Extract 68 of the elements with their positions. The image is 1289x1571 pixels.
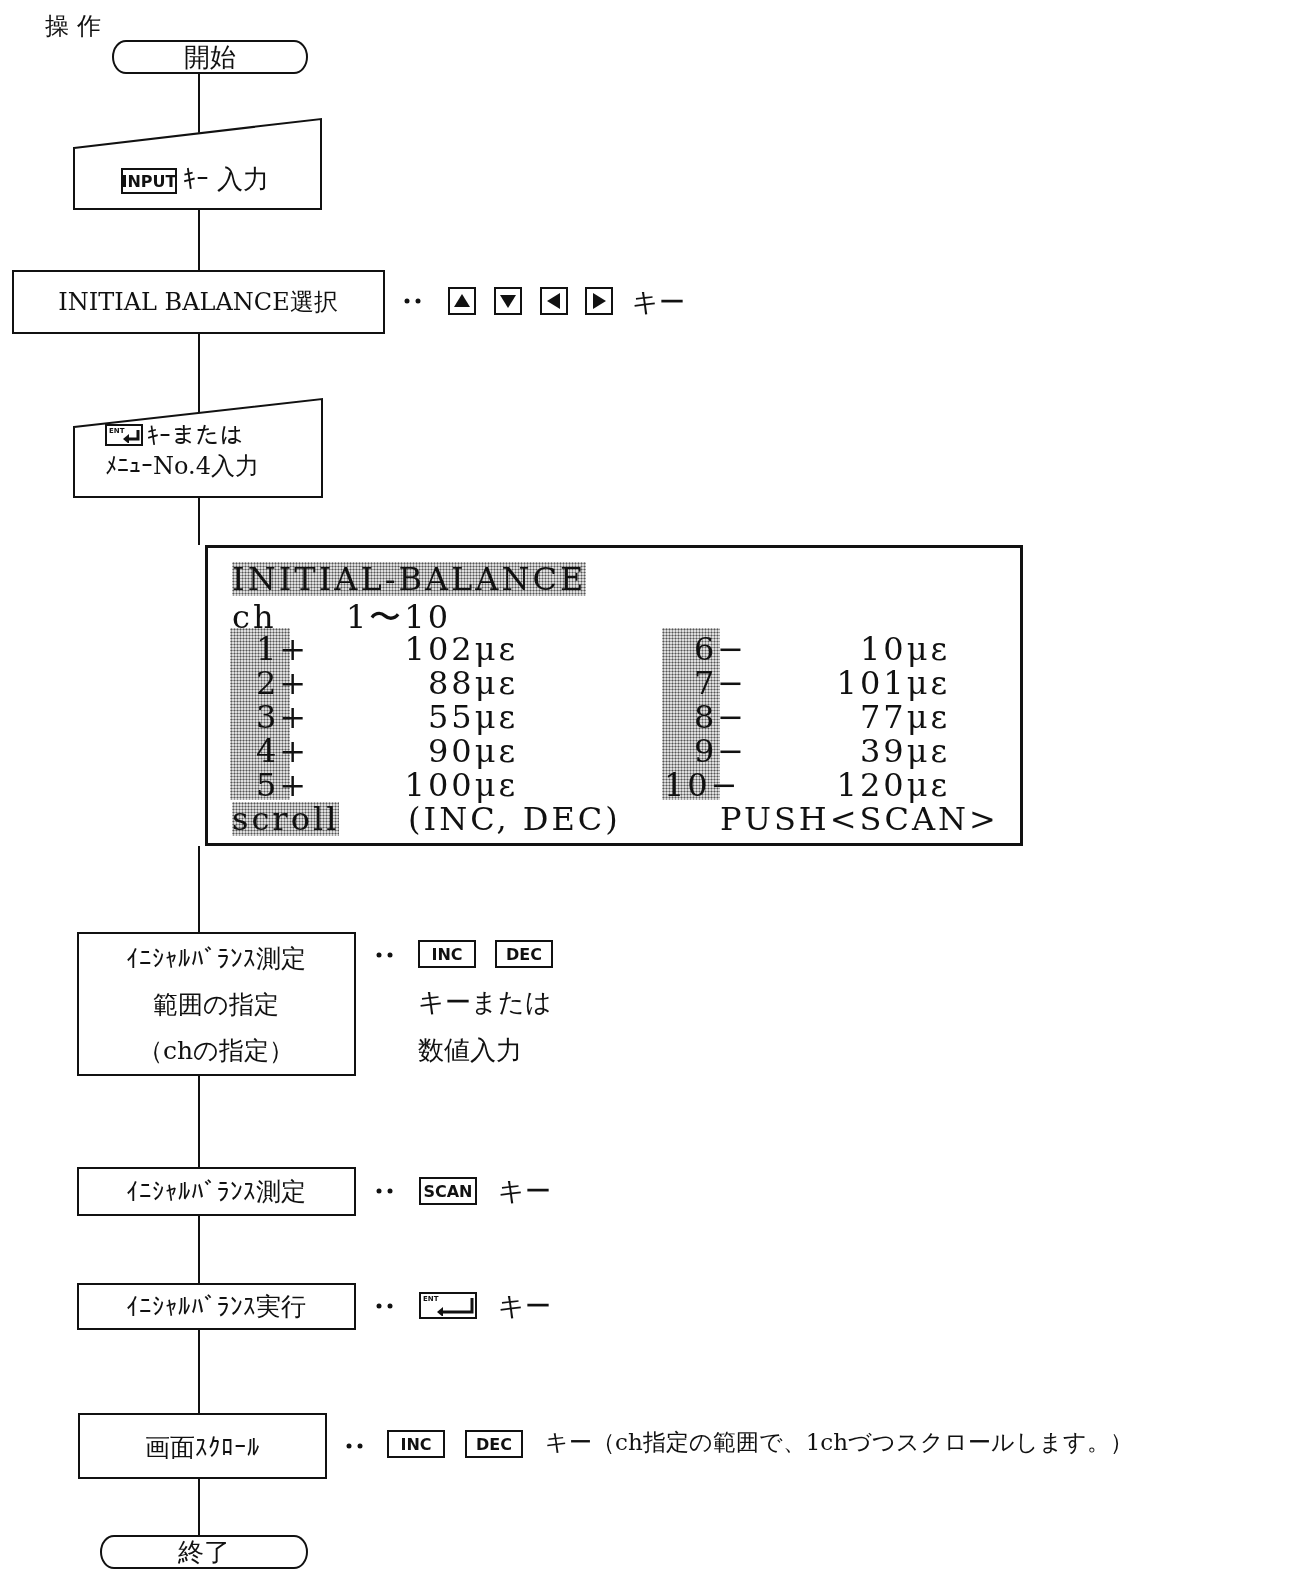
terminal-text: 終了 — [178, 1539, 230, 1565]
key-note: キーまたは — [418, 989, 552, 1015]
enter-key — [419, 1292, 477, 1319]
section-heading: 操 作 — [45, 14, 101, 38]
screen-text: 39με — [858, 734, 950, 768]
screen-text: 90με — [426, 734, 518, 768]
connector-line — [198, 1329, 200, 1414]
step-text: ｲﾆｼｬﾙﾊﾞﾗﾝｽ測定 — [126, 946, 306, 971]
key-cap: DEC — [495, 940, 553, 968]
screen-text: 100με — [403, 768, 518, 802]
screen-text: (INC, DEC) — [408, 802, 621, 836]
step-text: ｲﾆｼｬﾙﾊﾞﾗﾝｽ実行 — [126, 1294, 306, 1319]
step-text: 範囲の指定 — [153, 992, 279, 1017]
connector-line — [198, 497, 200, 546]
screen-text: 10με — [858, 632, 950, 666]
screen-text: 3+ — [256, 700, 310, 734]
terminal-text: 開始 — [184, 44, 236, 70]
process-box — [77, 1283, 356, 1330]
process-box — [78, 1413, 327, 1479]
connector-line — [198, 1215, 200, 1284]
key-note: 数値入力 — [418, 1037, 522, 1063]
step-text: ｷｰ 入力 — [183, 166, 270, 192]
display-screen — [205, 545, 1023, 846]
key-note: キー — [632, 289, 685, 315]
process-box — [77, 932, 356, 1076]
screen-text: 9− — [694, 734, 748, 768]
connector-line — [198, 333, 200, 414]
screen-text: 8− — [694, 700, 748, 734]
step-text: ｷｰまたは — [147, 424, 243, 448]
step-text: ﾒﾆｭｰNo.4入力 — [105, 454, 259, 478]
screen-text: 55με — [426, 700, 518, 734]
connector-line — [198, 1075, 200, 1168]
screen-text: scroll — [232, 802, 340, 836]
step-text: INITIAL BALANCE選択 — [58, 290, 338, 314]
screen-text: 77με — [859, 700, 950, 734]
connector-line — [198, 845, 200, 933]
process-box — [77, 1167, 356, 1216]
connector-line — [198, 1478, 200, 1536]
step-text: （chの指定） — [137, 1038, 295, 1063]
screen-text: 102με — [403, 632, 518, 666]
key-cap: INC — [387, 1430, 445, 1458]
key-cap: SCAN — [419, 1177, 477, 1205]
key-cap: INPUT — [121, 168, 177, 194]
connector-line — [198, 73, 200, 134]
key-note: キー — [498, 1293, 551, 1319]
screen-text: 6− — [694, 632, 748, 666]
enter-key — [105, 424, 143, 446]
screen-text: 120με — [835, 768, 950, 802]
screen-text: 1+ — [256, 632, 310, 666]
key-cap: DEC — [465, 1430, 523, 1458]
screen-text: 1〜10 — [346, 600, 452, 634]
screen-text: PUSH<SCAN> — [720, 802, 999, 836]
screen-text: 10− — [664, 768, 741, 802]
process-box — [12, 270, 385, 334]
connector-line — [198, 209, 200, 271]
key-note: キー — [498, 1178, 551, 1204]
screen-text: 5+ — [256, 768, 310, 802]
screen-text: 7− — [694, 666, 748, 700]
screen-text: 101με — [835, 666, 950, 700]
step-text: 画面ｽｸﾛｰﾙ — [144, 1435, 260, 1460]
screen-text: ch — [232, 600, 277, 634]
step-text: ｲﾆｼｬﾙﾊﾞﾗﾝｽ測定 — [126, 1179, 306, 1204]
key-note: キー（ch指定の範囲で、1chづつスクロールします。） — [545, 1431, 1134, 1454]
screen-text: INITIAL-BALANCE — [232, 562, 587, 596]
screen-text: 4+ — [256, 734, 310, 768]
screen-text: 88με — [427, 666, 518, 700]
screen-text: 2+ — [256, 666, 310, 700]
key-cap: INC — [418, 940, 476, 968]
